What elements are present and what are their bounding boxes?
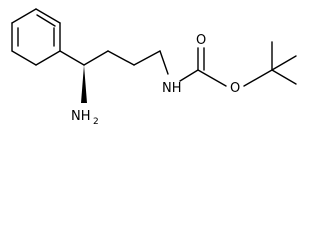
carbonyl-oxygen-label: O (196, 33, 206, 48)
ring-bond (11, 8, 37, 24)
bond-ester-o-to-tbu (243, 69, 273, 87)
ester-oxygen-label: O (230, 81, 240, 96)
bond-ch2-to-nh-link (159, 50, 169, 75)
bond-ch2-to-chiral (107, 50, 135, 66)
phenyl-ring (11, 8, 61, 66)
bond-ring-to-chiral-carbon (59, 50, 85, 66)
wedge-bond (81, 65, 87, 103)
amine-nh-label: NH (71, 109, 91, 124)
structure-diagram: NH O O NH 2 (11, 8, 297, 127)
tbu-methyl-bond (271, 69, 297, 85)
bond-nh-to-carbonyl (179, 69, 199, 82)
nh-label: NH (162, 81, 182, 96)
ring-bond (35, 8, 61, 24)
amine-label: NH 2 (71, 109, 99, 127)
tbu-methyl-bond (271, 55, 297, 71)
bond-ch2-to-nh (133, 50, 161, 66)
bond-carbonyl-to-ester-o (197, 69, 227, 87)
amine-subscript: 2 (93, 117, 99, 127)
ring-double-bond (36, 14, 56, 27)
ring-bond (11, 50, 37, 66)
bond-chiral-to-ch2 (83, 50, 109, 66)
ring-bond (35, 50, 61, 66)
